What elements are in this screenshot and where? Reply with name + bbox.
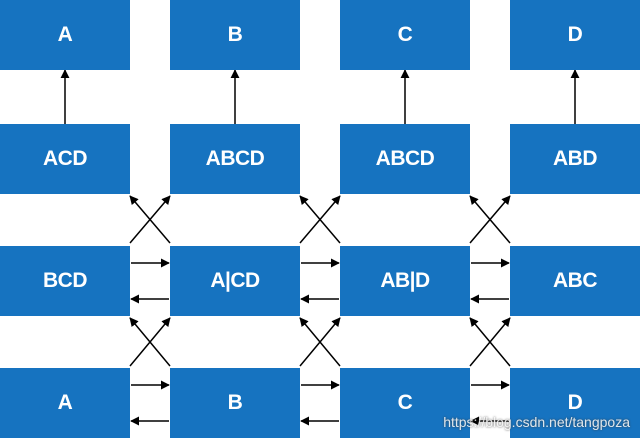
- row2-box-2: A|CD: [170, 246, 300, 316]
- cross-r2r3-b-2: [299, 317, 341, 367]
- row1-box-3: ABCD: [340, 124, 470, 194]
- row0-box-d: D: [510, 0, 640, 70]
- row1-box-2: ABCD: [170, 124, 300, 194]
- row2-box-1: BCD: [0, 246, 130, 316]
- cross-r2r3-b-3: [469, 317, 511, 367]
- row2-box-4: ABC: [510, 246, 640, 316]
- cross-r1r2-b-2: [299, 195, 341, 244]
- row3-box-c: C: [340, 368, 470, 438]
- row3-box-b: B: [170, 368, 300, 438]
- cross-r1r2-b-1: [129, 195, 171, 244]
- cross-r1r2-b-3: [469, 195, 511, 244]
- row0-box-a: A: [0, 0, 130, 70]
- row2-box-3: AB|D: [340, 246, 470, 316]
- row3-box-d: D: [510, 368, 640, 438]
- cross-r2r3-b-1: [129, 317, 171, 367]
- row0-box-b: B: [170, 0, 300, 70]
- row3-box-a: A: [0, 368, 130, 438]
- row1-box-4: ABD: [510, 124, 640, 194]
- row1-box-1: ACD: [0, 124, 130, 194]
- row0-box-c: C: [340, 0, 470, 70]
